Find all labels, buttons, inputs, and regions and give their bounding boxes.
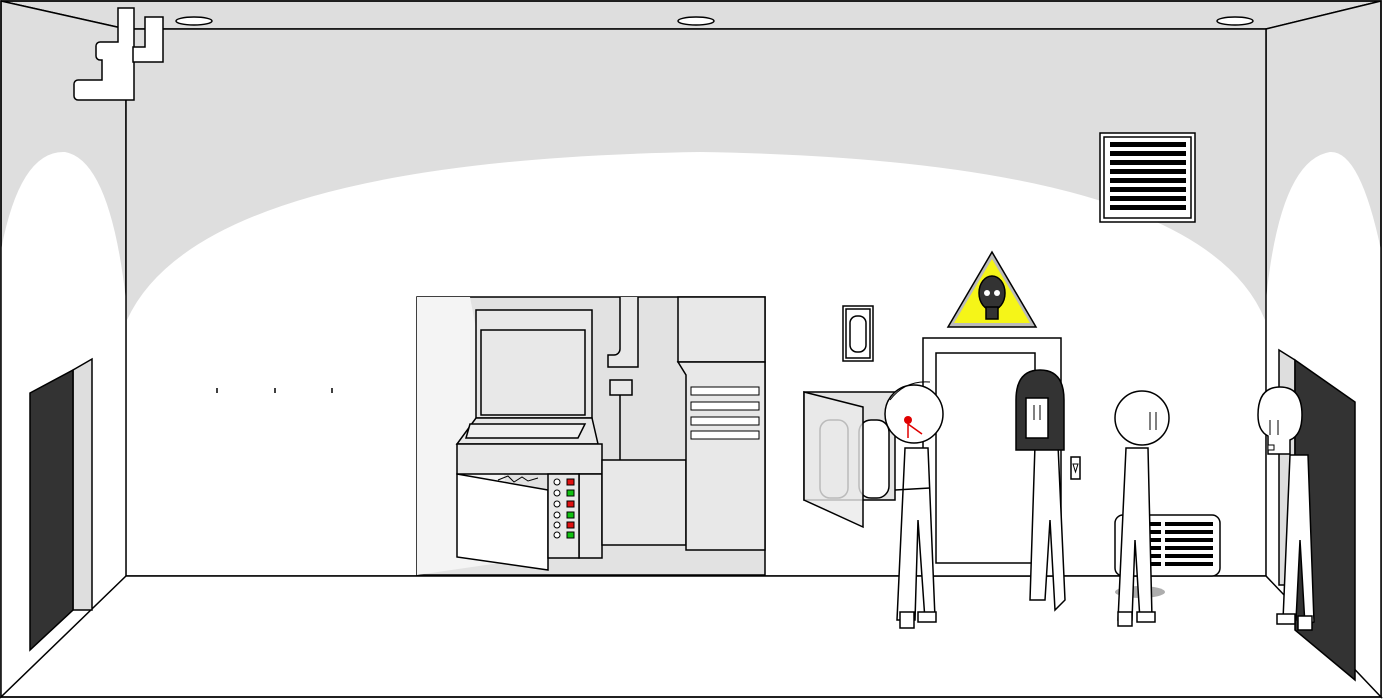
air-vent-icon [1099,132,1196,223]
long-haired-ghost[interactable] [1015,369,1066,612]
wall-marks [216,388,333,393]
ceiling-light-icon [175,16,1254,26]
fire-extinguisher-cabinet-icon[interactable] [803,391,896,529]
pipe-icon [73,7,164,101]
control-console-icon[interactable] [416,296,766,576]
floor [0,575,1383,698]
stitched-scientist[interactable] [884,381,944,629]
elevator-button-icon[interactable] [1070,456,1081,480]
skeleton[interactable] [1257,386,1315,631]
wall-lamp-icon [842,305,874,362]
bald-scientist[interactable] [1114,390,1170,627]
gas-mask-warning-sign-icon [946,250,1038,328]
control-buttons[interactable] [553,478,575,539]
left-doorway[interactable] [29,357,93,652]
